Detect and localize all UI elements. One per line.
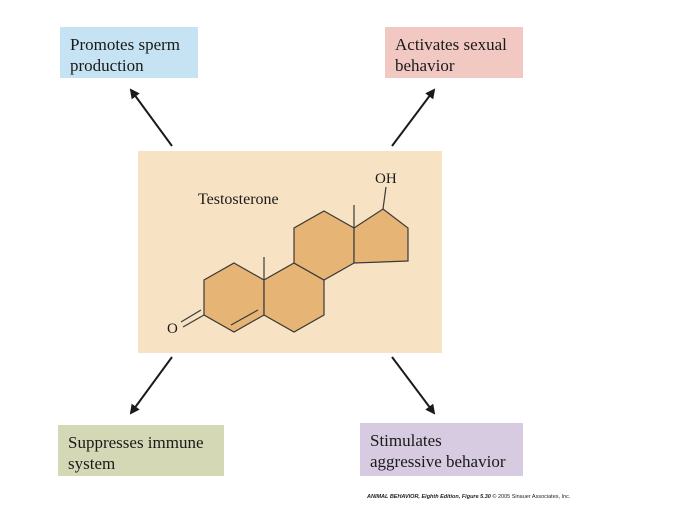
- effect-box-sperm-production: Promotes sperm production: [60, 27, 198, 78]
- double-bond: [230, 309, 259, 326]
- molecule-label: Testosterone: [198, 191, 279, 208]
- hydroxyl-label: OH: [375, 171, 397, 187]
- arrow-to-sexual-behavior: [391, 88, 436, 147]
- credit-title: ANIMAL BEHAVIOR, Eighth Edition, Figure …: [367, 494, 491, 500]
- effect-text-line: Activates sexual: [395, 35, 507, 54]
- effect-text-line: Promotes sperm: [70, 35, 181, 54]
- effect-text-line: system: [68, 454, 116, 473]
- ketone-bond: [180, 309, 202, 323]
- testosterone-structure: Testosterone OH O: [167, 171, 409, 337]
- effect-text-line: behavior: [395, 56, 455, 75]
- arrow-to-immune-system: [129, 356, 173, 415]
- effect-text-line: production: [70, 56, 144, 75]
- ketone-bond: [182, 314, 205, 328]
- effect-text-line: aggressive behavior: [370, 452, 506, 471]
- ring-d: [353, 208, 409, 264]
- credit-copyright: © 2005 Sinauer Associates, Inc.: [492, 494, 571, 500]
- figure-credit: ANIMAL BEHAVIOR, Eighth Edition, Figure …: [367, 494, 570, 500]
- hydroxyl-bond: [382, 186, 387, 210]
- ketone-label: O: [167, 321, 178, 337]
- arrow-to-sperm-production: [129, 88, 173, 147]
- effect-text-line: Stimulates: [370, 431, 442, 450]
- effect-text-line: Suppresses immune: [68, 433, 204, 452]
- effect-box-immune-system: Suppresses immune system: [58, 425, 224, 476]
- effect-box-sexual-behavior: Activates sexual behavior: [385, 27, 523, 78]
- effect-box-aggressive-behavior: Stimulates aggressive behavior: [360, 423, 523, 476]
- molecule-panel: Testosterone OH O: [138, 151, 442, 353]
- arrow-to-aggressive-behavior: [391, 356, 436, 415]
